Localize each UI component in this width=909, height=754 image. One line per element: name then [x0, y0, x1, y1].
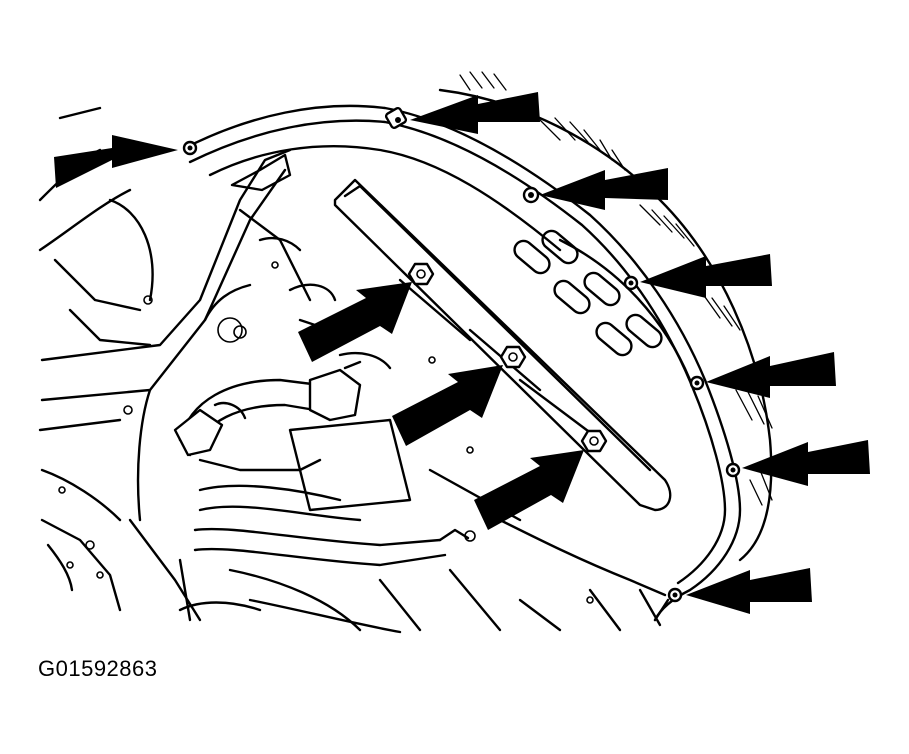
fastener-points	[182, 106, 741, 603]
fastener-nut	[407, 262, 435, 286]
fastener-arrow-right-upper	[640, 254, 772, 298]
fastener-nut	[499, 345, 527, 369]
fastener-arrows	[54, 92, 870, 614]
splash-shield	[183, 104, 742, 634]
fastener-arrow-left-top	[54, 135, 178, 188]
fastener-arrow-center-lower	[474, 450, 584, 530]
figure-id-label: G01592863	[38, 656, 158, 681]
fastener-arrow-top-center	[410, 92, 540, 134]
fastener-arrow-right-lower	[742, 440, 870, 486]
underbody-structure	[38, 106, 502, 632]
fastener-arrow-top-right	[540, 168, 668, 210]
fastener-arrow-bottom-right	[686, 568, 812, 614]
fastener-arrow-center-upper	[298, 282, 412, 362]
shield-vent-slots	[513, 229, 663, 357]
fastener-arrow-center-middle	[392, 365, 503, 446]
fastener-arrow-right-middle	[706, 352, 836, 398]
fastener-nut	[580, 429, 608, 453]
